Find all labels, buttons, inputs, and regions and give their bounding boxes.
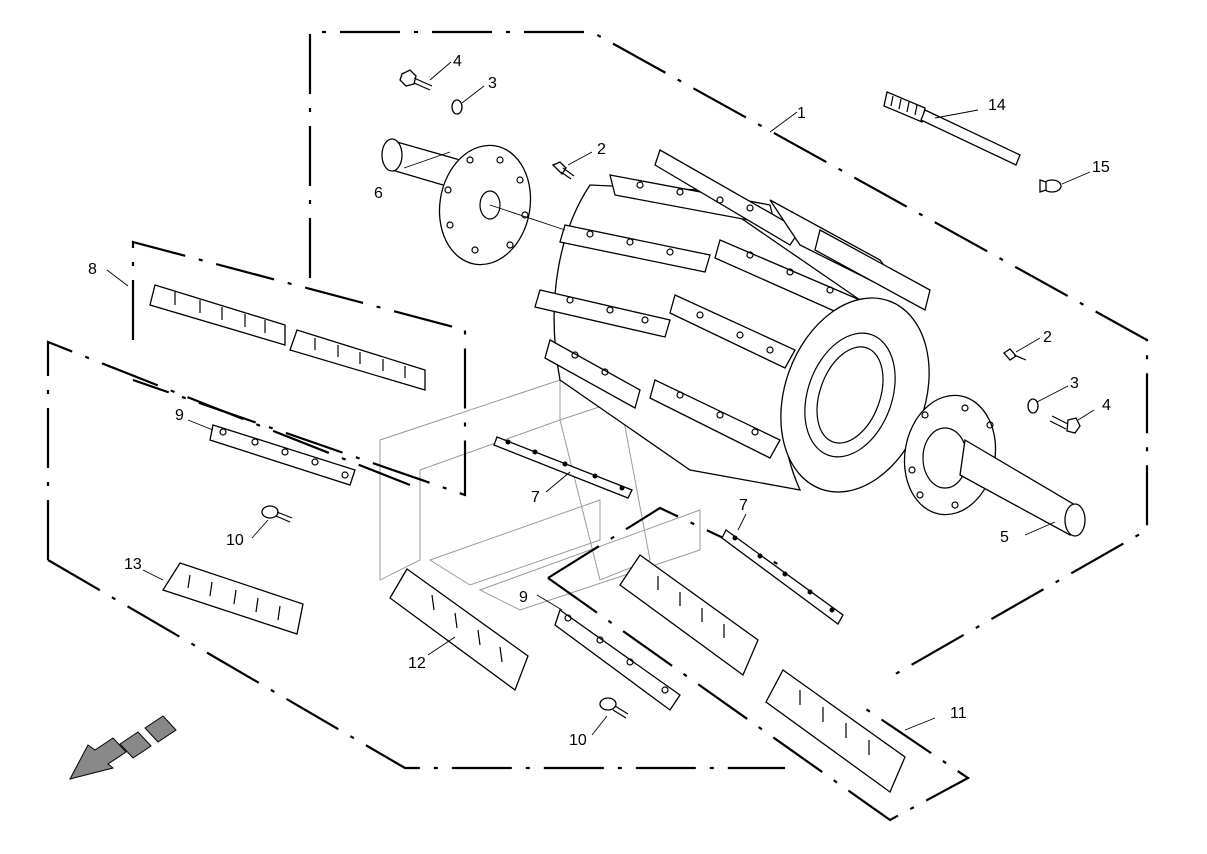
right-stub-shaft [903,394,1086,537]
callout-9-left: 9 [175,407,184,424]
hex-bolt-right [1049,415,1081,434]
blade-bar-center [493,436,633,499]
callout-8: 8 [88,261,97,278]
bolt-left [261,505,293,523]
callout-7-right: 7 [739,497,748,514]
callout-9-bottom: 9 [519,589,528,606]
left-stub-shaft [381,138,566,266]
callout-15: 15 [1092,159,1110,176]
knife-upper-right [289,329,426,391]
washer-upper [451,99,463,115]
callout-2-upper: 2 [597,141,606,158]
blade-bar-right [721,529,844,625]
washer-right [1027,398,1039,414]
clamp-bar-bottom [554,608,681,711]
callout-3-right: 3 [1070,375,1079,392]
callout-12: 12 [408,655,426,672]
knife-11 [765,669,906,794]
assembly-boundary-knife-set [46,240,785,770]
knife-12 [389,568,529,692]
forward-arrow-icon [69,715,177,780]
hex-bolt-upper [399,69,433,91]
callout-4-upper: 4 [453,53,462,70]
knife-bottom-set [619,554,759,677]
knife-upper-left [149,284,286,346]
assembly-boundary-main [308,30,1149,681]
callout-labels: 1 2 2 3 3 4 4 5 6 7 7 8 9 9 10 10 11 12 … [88,53,1111,749]
blade-bolt-holes [566,181,834,436]
screw-right [1003,348,1027,361]
callout-3-upper: 3 [488,75,497,92]
rotor-drum [534,149,931,493]
callout-6: 6 [374,185,383,202]
callout-5: 5 [1000,529,1009,546]
screw-upper [551,161,575,180]
callout-2-right: 2 [1043,329,1052,346]
callout-10-left: 10 [226,532,244,549]
callout-1: 1 [797,105,806,122]
knife-13 [162,562,304,635]
bolt-bottom [599,697,629,719]
callout-4-right: 4 [1102,397,1111,414]
callout-10-bottom: 10 [569,732,587,749]
callout-14: 14 [988,97,1006,114]
handle-tool [883,91,1021,166]
callout-13: 13 [124,556,142,573]
clamp-bar-left [209,424,356,486]
wing-nut [1039,179,1062,193]
callout-11: 11 [950,705,967,722]
callout-7-center: 7 [531,489,540,506]
leader-lines [106,61,1095,736]
